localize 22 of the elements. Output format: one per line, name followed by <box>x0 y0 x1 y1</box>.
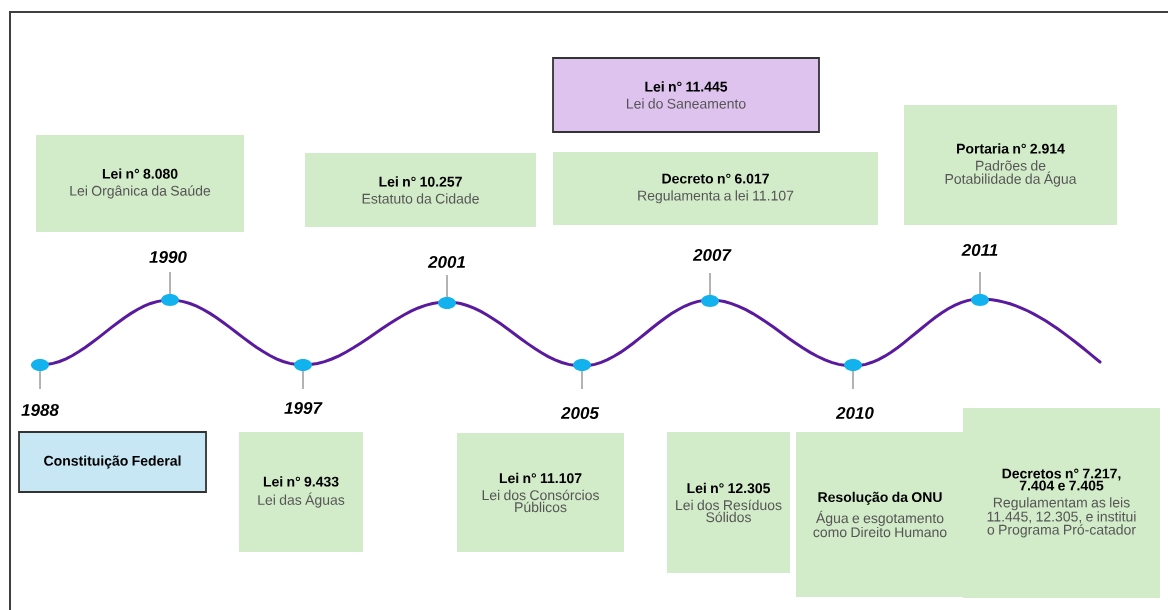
law-box: Resolução da ONU Água e esgotamento como Direito Humano <box>796 432 964 597</box>
law-box: Lei n° 12.305 Lei dos Resíduos Sólidos <box>667 432 790 573</box>
node-label: Decretos n° 7.217, 7.404 e 7.405 <box>1002 468 1121 491</box>
year-label: 2011 <box>961 243 998 256</box>
law-box: Decreto n° 6.017 Regulamenta a lei 11.107 <box>553 152 878 225</box>
law-box: Lei n° 8.080 Lei Orgânica da Saúde <box>36 135 244 232</box>
year-label: 2010 <box>835 406 874 419</box>
law-box: Portaria n° 2.914 Padrões de Potabilidade da Água <box>904 105 1117 225</box>
year-label: 2007 <box>692 248 732 261</box>
year-label: 1988 <box>21 403 59 416</box>
year-label: 2001 <box>427 255 465 268</box>
law-box: Lei n° 11.445 Lei do Saneamento <box>552 57 820 133</box>
node-label: Resolução da ONU <box>818 491 942 505</box>
node-label: Regulamentam as leis 11.445, 12.305, e institui o Programa Pró-catador <box>987 497 1136 538</box>
law-box: Lei n° 11.107 Lei dos Consórcios Públicos <box>457 433 624 552</box>
law-box: Lei n° 9.433 Lei das Águas <box>239 432 363 552</box>
year-label: 1990 <box>149 250 187 263</box>
node-label: Água e esgotamento como Direito Humano <box>813 510 947 538</box>
law-box: Decretos n° 7.217, 7.404 e 7.405 Regulamentam as leis 11.445, 12.305, e institui o Programa Pró-catador <box>963 408 1160 598</box>
law-box: Lei n° 10.257 Estatuto da Cidade <box>305 153 536 227</box>
year-label: 1997 <box>284 401 323 414</box>
law-box: Constituição Federal <box>18 431 207 493</box>
